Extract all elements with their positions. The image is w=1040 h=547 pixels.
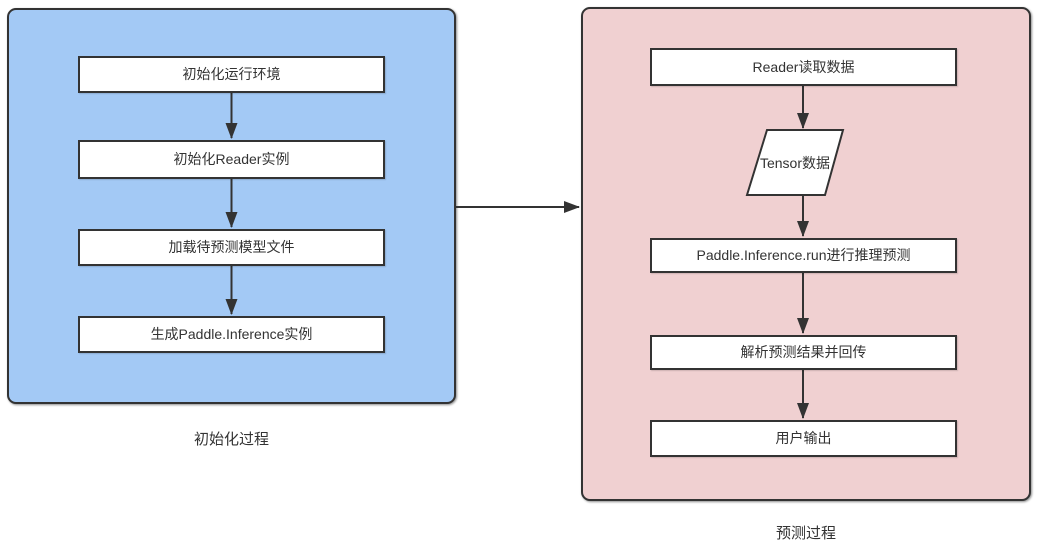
node-reader-read-data: Reader读取数据 — [650, 48, 957, 86]
group-initialization-caption: 初始化过程 — [193, 431, 269, 448]
node-init-environment: 初始化运行环境 — [78, 56, 385, 93]
node-tensor-data-label: Tensor数据 — [759, 154, 831, 171]
node-create-paddle-inference: 生成Paddle.Inference实例 — [78, 316, 385, 353]
group-prediction-caption: 预测过程 — [775, 525, 836, 542]
node-parse-results: 解析预测结果并回传 — [650, 335, 957, 370]
node-init-reader-instance: 初始化Reader实例 — [78, 140, 385, 179]
node-inference-run: Paddle.Inference.run进行推理预测 — [650, 238, 957, 273]
node-user-output: 用户输出 — [650, 420, 957, 457]
node-load-model-file: 加载待预测模型文件 — [78, 229, 385, 266]
